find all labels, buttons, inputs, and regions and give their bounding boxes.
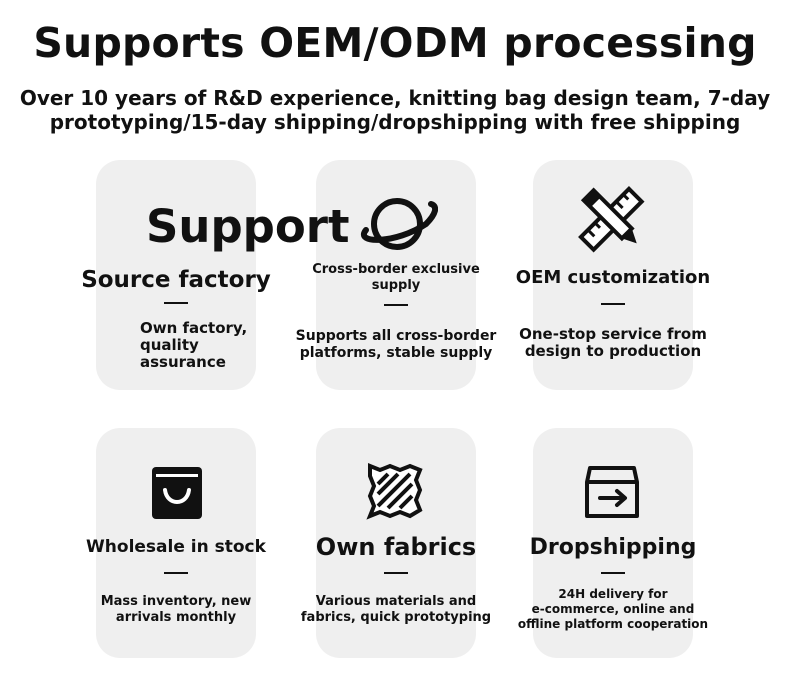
divider (601, 303, 625, 305)
shopping-bag-icon (151, 466, 203, 520)
card-desc-fabrics: Various materials and fabrics, quick pro… (276, 594, 516, 626)
desc-line: quality (140, 336, 199, 354)
box-arrow-icon (584, 464, 640, 520)
fabric-icon (366, 462, 424, 520)
desc-line: 24H delivery for (558, 587, 668, 601)
card-title-dropshipping: Dropshipping (529, 535, 697, 560)
desc-line: assurance (140, 353, 226, 371)
card-desc-source-factory: Own factory, quality assurance (140, 320, 247, 371)
card-desc-dropshipping: 24H delivery for e-commerce, online and … (493, 587, 733, 632)
desc-line: Mass inventory, new (100, 594, 252, 609)
card-title-fabrics: Own fabrics (315, 533, 477, 561)
divider (164, 302, 188, 304)
card-title-cross-border: Cross-border exclusive supply (296, 262, 496, 294)
planet-icon (356, 194, 439, 254)
desc-line: offline platform cooperation (517, 617, 709, 631)
divider (384, 572, 408, 574)
card-desc-oem: One-stop service from design to producti… (503, 326, 723, 360)
feature-card-source-factory (96, 160, 256, 390)
desc-line: fabrics, quick prototyping (300, 610, 492, 625)
card-title-wholesale: Wholesale in stock (86, 537, 266, 557)
desc-line: e-commerce, online and (531, 602, 695, 616)
support-heading: Support (146, 200, 350, 253)
card-title-oem: OEM customization (515, 267, 711, 288)
desc-line: arrivals monthly (115, 610, 237, 625)
feature-card-wholesale (96, 428, 256, 658)
desc-line: Various materials and (315, 594, 477, 609)
card-desc-wholesale: Mass inventory, new arrivals monthly (66, 594, 286, 626)
divider (601, 572, 625, 574)
desc-line: design to production (524, 342, 702, 360)
page-subtitle: Over 10 years of R&D experience, knittin… (0, 86, 790, 134)
card-desc-cross-border: Supports all cross-border platforms, sta… (286, 328, 506, 362)
subtitle-line-1: Over 10 years of R&D experience, knittin… (19, 86, 771, 110)
desc-line: Own factory, (140, 319, 248, 337)
divider (164, 572, 188, 574)
title-line: Cross-border exclusive (312, 262, 480, 277)
subtitle-line-2: prototyping/15-day shipping/dropshipping… (49, 110, 741, 134)
card-title-source-factory: Source factory (81, 267, 271, 293)
title-line: supply (371, 278, 421, 293)
desc-line: One-stop service from (519, 325, 707, 343)
desc-line: platforms, stable supply (299, 345, 493, 361)
desc-line: Supports all cross-border (295, 328, 497, 344)
divider (384, 304, 408, 306)
feature-card-oem (533, 160, 693, 390)
page-title: Supports OEM/ODM processing (33, 19, 757, 67)
ruler-pencil-icon (572, 182, 652, 258)
